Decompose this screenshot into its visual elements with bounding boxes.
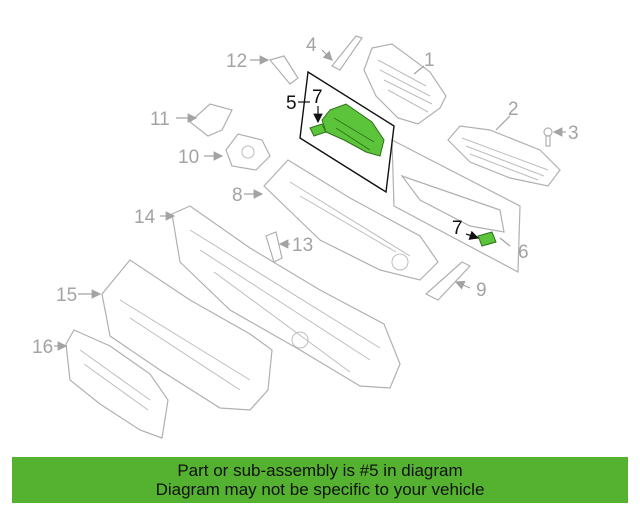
callout-9: 9 — [476, 280, 487, 301]
part-2-cowl-grille[interactable] — [447, 125, 561, 187]
part-9-bracket[interactable] — [424, 261, 471, 301]
banner-line-1: Part or sub-assembly is #5 in diagram — [177, 461, 463, 480]
callout-3: 3 — [568, 123, 579, 144]
callout-12: 12 — [226, 51, 247, 72]
callout-8: 8 — [232, 185, 243, 206]
info-banner: Part or sub-assembly is #5 in diagram Di… — [12, 457, 628, 503]
callout-2: 2 — [508, 99, 519, 120]
callout-11: 11 — [150, 109, 170, 130]
banner-line-2: Diagram may not be specific to your vehi… — [155, 480, 485, 499]
part-16-insulator[interactable] — [65, 329, 169, 439]
callout-4: 4 — [306, 35, 317, 56]
part-5-highlight-box[interactable] — [299, 70, 395, 194]
part-13-duct[interactable] — [265, 231, 283, 263]
callout-15: 15 — [56, 285, 77, 306]
callout-7-b: 7 — [452, 218, 463, 239]
part-5-cowl-seal — [321, 103, 385, 157]
part-8-dash-upper[interactable] — [263, 159, 439, 281]
part-1-cowl-panel[interactable] — [363, 43, 447, 125]
part-7-clip-highlight-a — [309, 123, 327, 137]
callout-10: 10 — [178, 147, 199, 168]
callout-14: 14 — [134, 207, 156, 228]
part-14-dash-panel[interactable] — [171, 205, 401, 389]
part-4-strip[interactable] — [331, 35, 363, 71]
parts-diagram: 12 4 1 2 3 11 10 8 14 13 6 9 15 16 5 7 7 — [32, 35, 579, 439]
callout-5: 5 — [286, 93, 297, 114]
part-7-clip-b[interactable] — [477, 231, 497, 247]
part-10-housing[interactable] — [225, 133, 271, 171]
part-15-lower-dash[interactable] — [101, 259, 273, 411]
part-3-clip[interactable] — [543, 127, 553, 147]
callout-16: 16 — [32, 337, 53, 358]
callout-13: 13 — [292, 235, 313, 256]
part-12-bracket[interactable] — [268, 55, 299, 85]
callout-1: 1 — [424, 50, 435, 71]
callout-7-a: 7 — [312, 87, 323, 108]
callout-6: 6 — [518, 242, 529, 263]
part-11-bracket[interactable] — [189, 103, 233, 137]
